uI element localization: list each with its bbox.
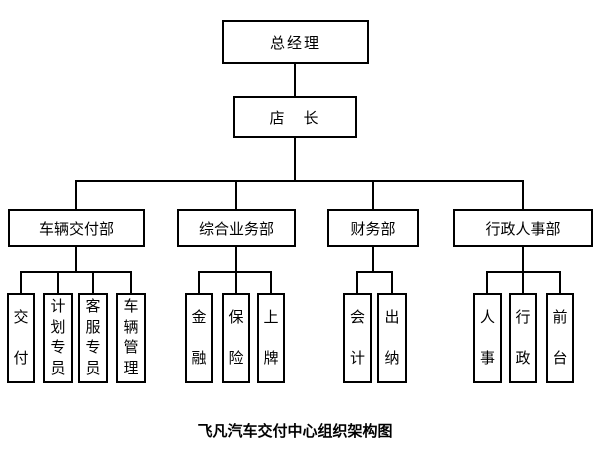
org-node-general-manager: 总经理 [222, 20, 369, 64]
connector-manager-to-bus [294, 136, 296, 182]
connector-drop-cashier [391, 271, 393, 295]
connector-drop-accountant [356, 271, 358, 295]
connector-drop-hr [486, 271, 488, 295]
connector-drop-dept3 [372, 180, 374, 211]
org-node-vehicle-mgmt: 车辆管理 [116, 293, 146, 383]
connector-drop-front-desk [559, 271, 561, 295]
connector-drop-admin [522, 271, 524, 295]
org-node-dept-vehicle-delivery: 车辆交付部 [8, 209, 145, 247]
org-node-planning-specialist: 计划专员 [43, 293, 73, 383]
org-node-front-desk: 前台 [546, 293, 574, 383]
org-node-plating: 上牌 [257, 293, 285, 383]
org-node-dept-finance: 财务部 [327, 209, 419, 247]
connector-drop-dept2 [235, 180, 237, 211]
connector-main-bus [75, 180, 524, 182]
org-node-cs-specialist: 客服专员 [78, 293, 108, 383]
org-node-admin: 行政 [509, 293, 537, 383]
connector-branch-dept3 [356, 271, 393, 273]
org-node-insurance: 保险 [222, 293, 250, 383]
diagram-caption: 飞凡汽车交付中心组织架构图 [197, 423, 393, 440]
org-node-accountant: 会计 [343, 293, 372, 383]
connector-drop-planning [57, 271, 59, 295]
connector-dept2-stem [235, 245, 237, 273]
org-node-dept-admin-hr: 行政人事部 [453, 209, 593, 247]
connector-drop-delivery [20, 271, 22, 295]
connector-dept3-stem [372, 245, 374, 273]
org-node-delivery: 交付 [7, 293, 35, 383]
connector-branch-dept1 [20, 271, 132, 273]
connector-drop-dept1 [75, 180, 77, 211]
org-node-cashier: 出纳 [377, 293, 407, 383]
org-node-store-manager: 店 长 [233, 96, 357, 138]
org-node-finance-loan: 金融 [185, 293, 213, 383]
org-node-dept-general-business: 综合业务部 [177, 209, 296, 247]
connector-drop-cs [92, 271, 94, 295]
connector-drop-plating [270, 271, 272, 295]
connector-dept4-stem [522, 245, 524, 273]
org-node-hr: 人事 [473, 293, 502, 383]
connector-drop-finance-loan [198, 271, 200, 295]
connector-drop-vehicle-mgmt [130, 271, 132, 295]
connector-drop-dept4 [522, 180, 524, 211]
connector-drop-insurance [235, 271, 237, 295]
connector-gm-to-manager [294, 62, 296, 98]
connector-dept1-stem [75, 245, 77, 273]
